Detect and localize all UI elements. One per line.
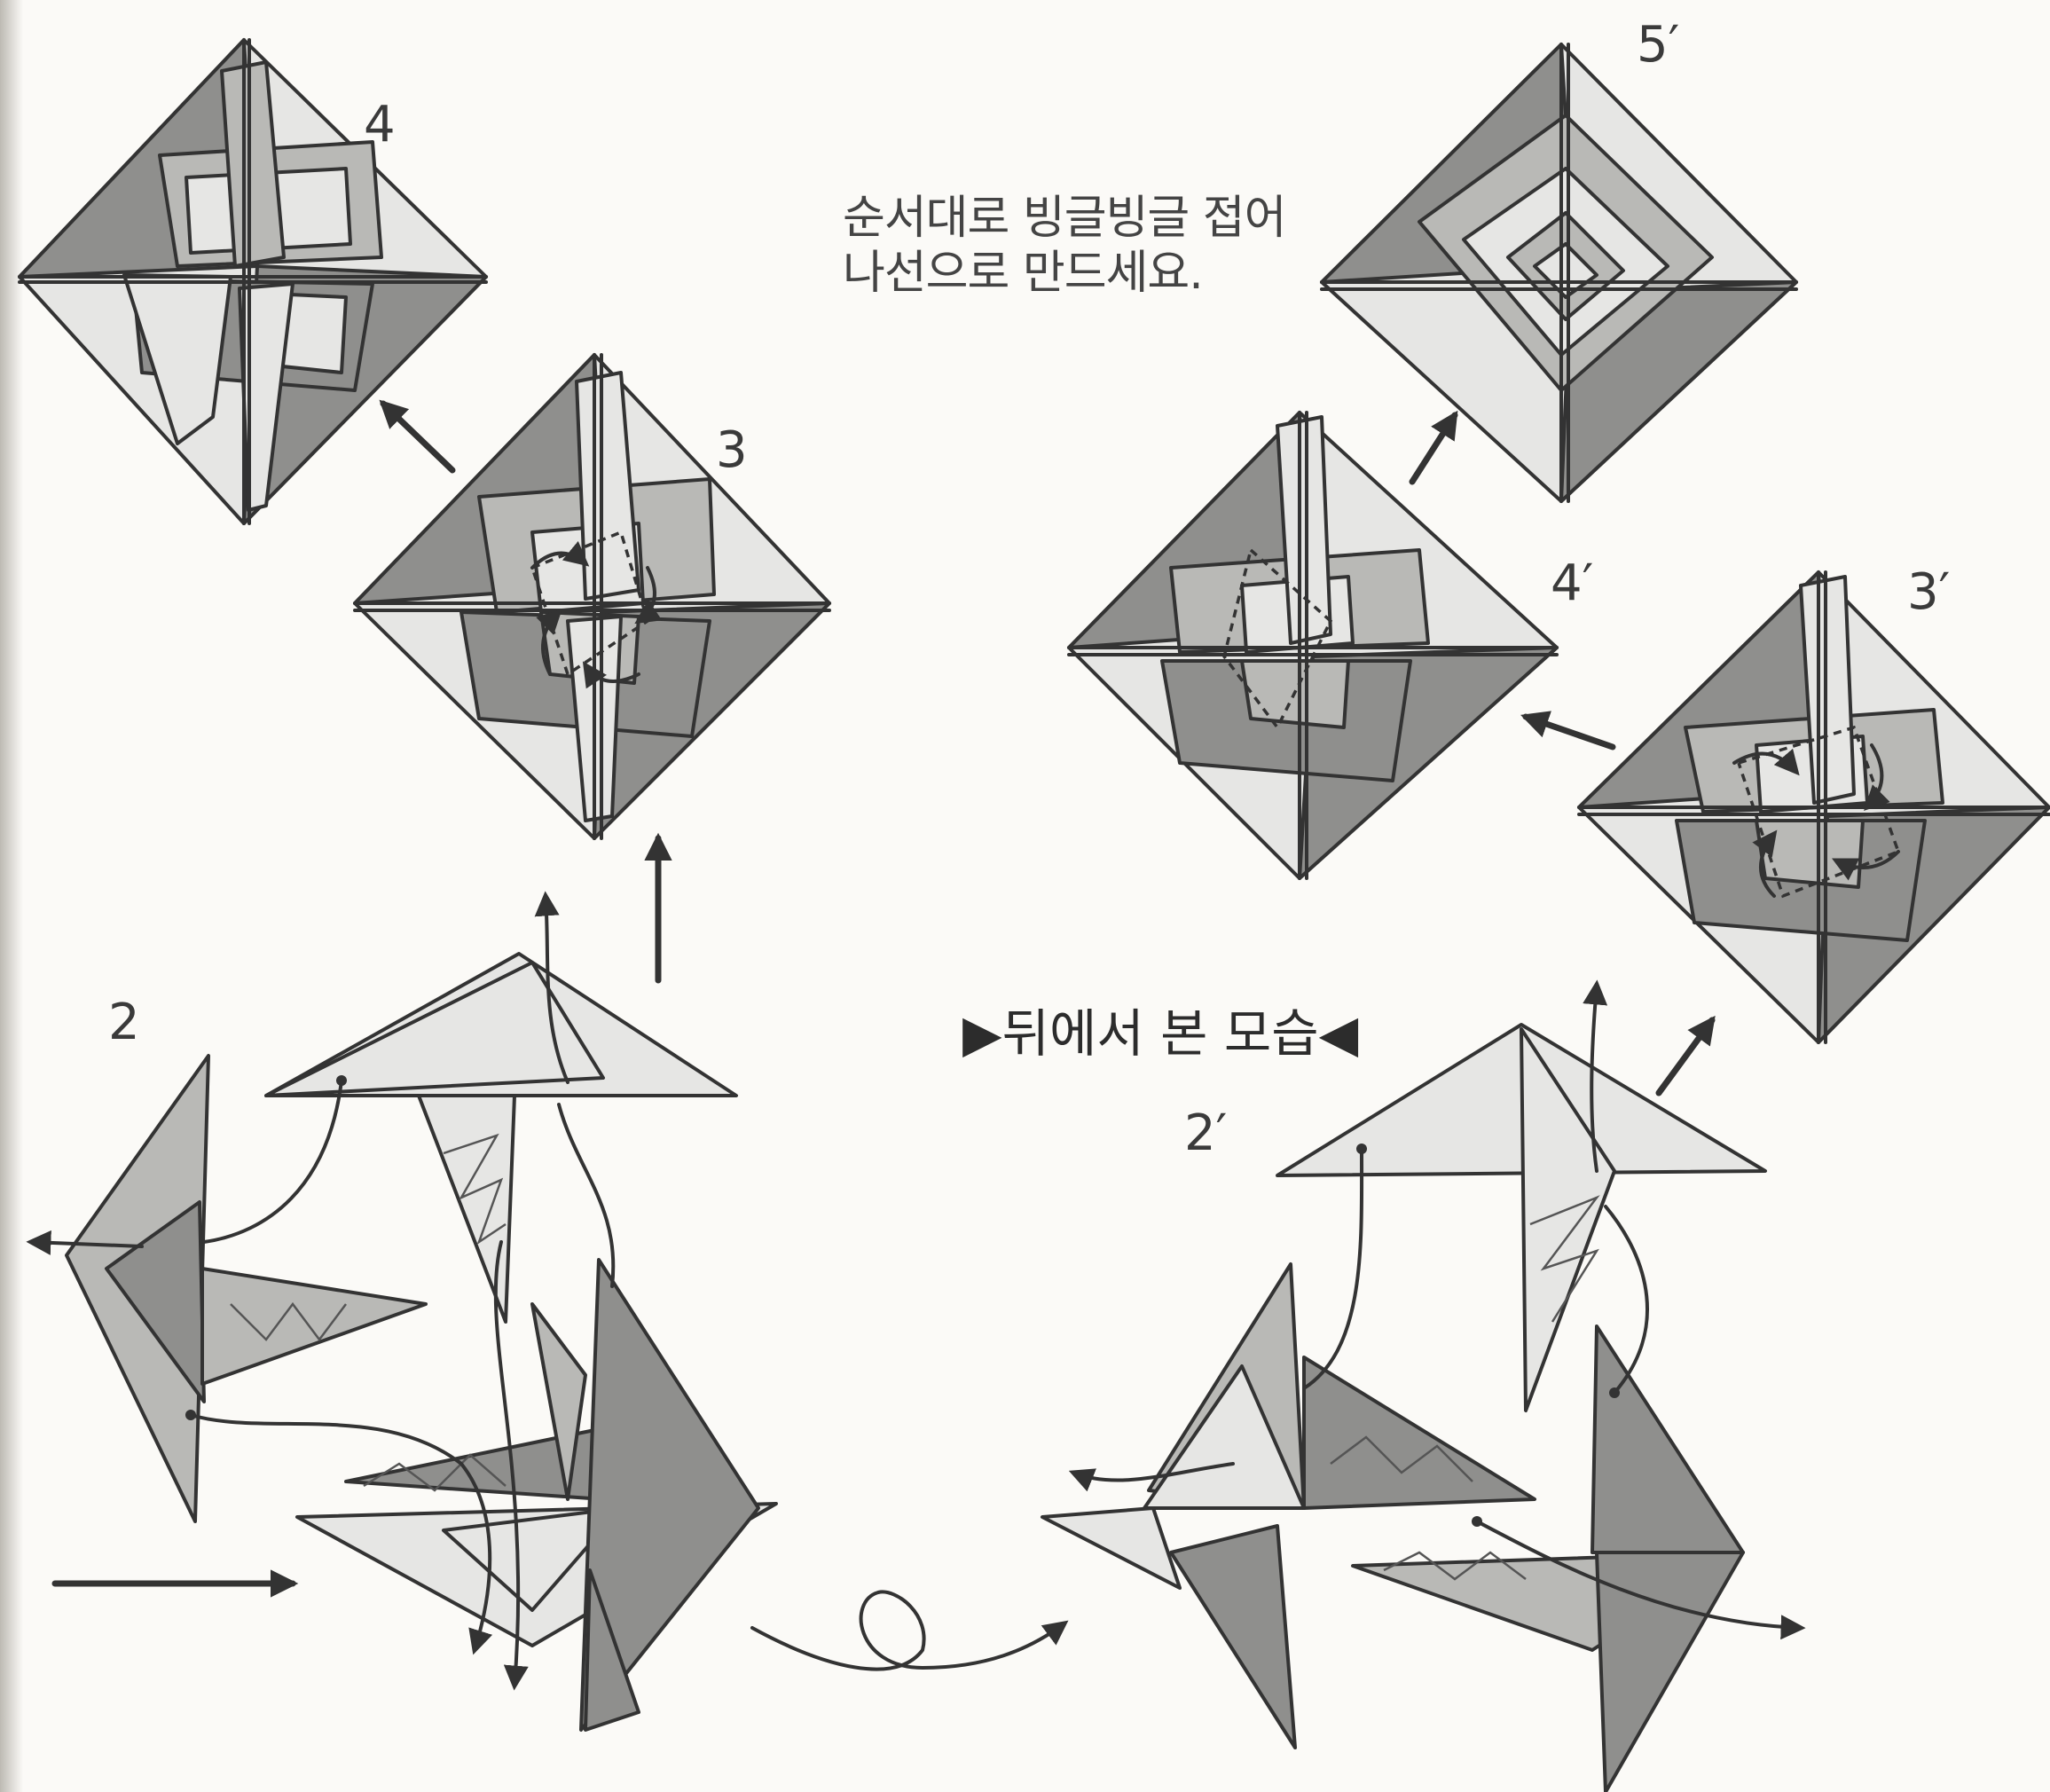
figure-5p-star — [1322, 44, 1796, 501]
figure-3p-star — [1579, 572, 2049, 1042]
instruction-text: 순서대로 빙글빙글 접어 나선으로 만드세요. — [843, 191, 1285, 301]
step-label-2p: 2′ — [1184, 1104, 1227, 1162]
figure-4-star — [20, 40, 486, 523]
back-view-caption: ▶뒤에서 본 모습◀ — [962, 992, 1358, 1066]
arrow-3-to-4 — [383, 404, 452, 470]
step-label-4: 4 — [364, 96, 396, 153]
figure-2p-units — [1042, 985, 1801, 1792]
step-label-4p: 4′ — [1551, 554, 1593, 612]
figure-3-star — [355, 355, 829, 838]
figure-4p-star — [1069, 413, 1557, 878]
figure-2-units — [31, 896, 776, 1730]
step-label-2: 2 — [108, 994, 140, 1051]
arrow-3p-to-4p — [1526, 717, 1613, 747]
arrow-2p-to-3p — [1659, 1020, 1712, 1093]
step-label-3p: 3′ — [1907, 563, 1950, 621]
step-label-5p: 5′ — [1637, 16, 1679, 74]
step-label-3: 3 — [716, 421, 748, 479]
arrow-4p-to-5p — [1412, 415, 1455, 482]
turn-over-arrow — [752, 1592, 1064, 1669]
